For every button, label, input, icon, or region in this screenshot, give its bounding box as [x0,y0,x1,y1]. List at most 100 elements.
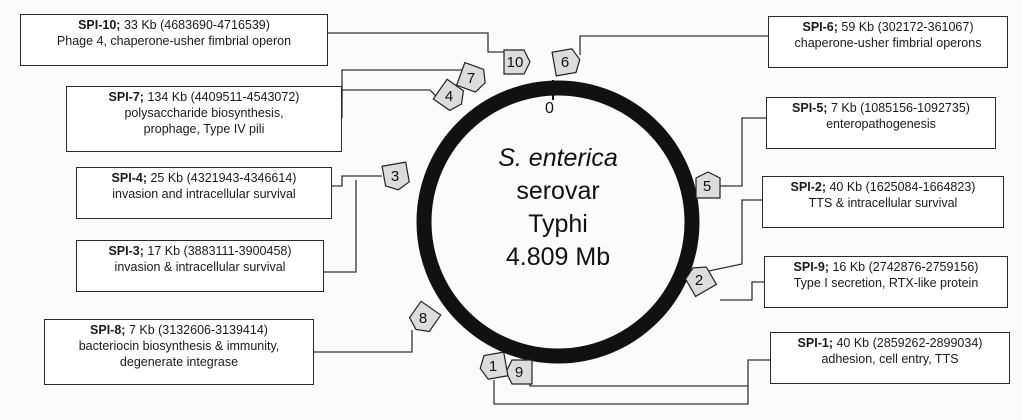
island-description: invasion & intracellular survival [114,260,286,274]
island-description: chaperone-usher fimbrial operons [794,36,982,50]
marker-shape [551,48,581,77]
connector-line [706,117,766,187]
chromosome-ring [416,80,700,364]
island-range: (302172-361067) [877,20,974,34]
marker-label: 8 [419,310,427,327]
island-marker-spi-7: 7 [455,61,486,93]
island-size: 25 Kb [150,171,184,185]
marker-label: 4 [445,88,453,105]
island-size: 33 Kb [123,18,157,32]
island-range: (1625084-1664823) [865,180,976,194]
marker-label: 3 [391,168,399,185]
island-marker-spi-1: 1 [479,351,509,380]
marker-label: 9 [515,364,523,381]
island-box-spi-10: SPI-10; 33 Kb (4683690-4716539) Phage 4,… [20,14,328,66]
connector-line [324,180,357,273]
connector-line [579,35,768,55]
marker-label: 5 [703,178,711,195]
island-description: enteropathogenesis [826,117,936,131]
connector-line [328,32,510,53]
island-name: SPI-6 [802,20,834,34]
island-range: (4321943-4346614) [186,171,297,185]
island-description: Type I secretion, RTX-like protein [793,276,979,290]
marker-shape [503,49,531,75]
connector-line [493,380,749,405]
marker-label: 7 [467,70,475,87]
island-size: 17 Kb [147,244,181,258]
island-marker-spi-9: 9 [505,359,533,385]
island-range: (1085156-1092735) [860,101,970,115]
island-range: (3132606-3139414) [158,323,268,337]
island-size: 40 Kb [836,336,870,350]
island-name: SPI-4 [111,171,143,185]
island-name: SPI-2 [790,180,822,194]
genome-title: S. enterica serovar Typhi 4.809 Mb [448,142,668,274]
island-marker-spi-5: 5 [695,171,721,199]
island-description: invasion and intracellular survival [112,187,296,201]
island-size: 7 Kb [830,101,857,115]
island-size: 7 Kb [128,323,155,337]
island-description: Phage 4, chaperone-usher fimbrial operon [56,34,292,48]
island-marker-spi-4: 4 [432,78,465,112]
marker-shape [684,266,718,298]
marker-label: 1 [489,358,497,375]
marker-shape [432,78,465,112]
island-size: 59 Kb [841,20,875,34]
marker-label: 2 [695,272,703,289]
marker-label: 10 [507,54,524,71]
island-description: adhesion, cell entry, TTS [821,352,959,366]
island-name: SPI-7 [108,90,140,104]
island-name: SPI-10 [78,18,117,32]
marker-shape [455,61,486,93]
island-size: 134 Kb [147,90,188,104]
connector-line [703,199,762,273]
island-marker-spi-6: 6 [551,48,581,77]
species-name: S. enterica [498,144,618,172]
island-name: SPI-8 [90,323,122,337]
island-box-spi-7: SPI-7; 134 Kb (4409511-4543072) polysacc… [66,86,342,152]
connector-line [314,330,413,353]
island-range: (4409511-4543072) [190,90,300,104]
island-name: SPI-9 [793,260,825,274]
serovar-label: serovar [516,177,600,205]
island-box-spi-8: SPI-8; 7 Kb (3132606-3139414) bacterioci… [44,319,314,385]
island-marker-spi-8: 8 [408,300,442,333]
island-box-spi-3: SPI-3; 17 Kb (3883111-3900458) invasion … [76,240,324,292]
island-range: (4683690-4716539) [160,18,270,32]
island-size: 40 Kb [829,180,863,194]
connector-line [720,281,764,301]
island-marker-spi-2: 2 [684,266,718,298]
island-description: prophage, Type IV pili [143,122,265,136]
marker-shape [381,161,410,191]
island-description: degenerate integrase [119,355,239,369]
island-box-spi-6: SPI-6; 59 Kb (302172-361067) chaperone-u… [768,16,1008,68]
island-range: (2859262-2899034) [872,336,983,350]
marker-label: 6 [561,54,569,71]
island-description: polysaccharide biosynthesis, [124,106,284,120]
island-marker-spi-10: 10 [503,49,531,75]
island-name: SPI-3 [108,244,140,258]
island-name: SPI-1 [797,336,829,350]
marker-shape [505,359,533,385]
island-box-spi-5: SPI-5; 7 Kb (1085156-1092735) enteropath… [766,97,996,149]
connector-line [332,175,382,187]
genome-size: 4.809 Mb [505,243,611,271]
island-description: bacteriocin biosynthesis & immunity, [78,339,280,353]
island-box-spi-1: SPI-1; 40 Kb (2859262-2899034) adhesion,… [770,332,1010,384]
connector-line [529,359,770,387]
island-box-spi-4: SPI-4; 25 Kb (4321943-4346614) invasion … [76,167,332,219]
connector-line [341,89,437,118]
marker-shape [695,171,721,199]
marker-shape [479,351,509,380]
strain-name: Typhi [528,210,588,238]
marker-shape [408,300,442,333]
island-range: (2742876-2759156) [868,260,979,274]
island-name: SPI-5 [792,101,824,115]
island-range: (3883111-3900458) [183,244,292,258]
island-box-spi-9: SPI-9; 16 Kb (2742876-2759156) Type I se… [764,256,1008,308]
island-marker-spi-3: 3 [381,161,410,191]
origin-label: 0 [545,100,554,117]
island-size: 16 Kb [832,260,866,274]
island-description: TTS & intracellular survival [808,196,958,210]
